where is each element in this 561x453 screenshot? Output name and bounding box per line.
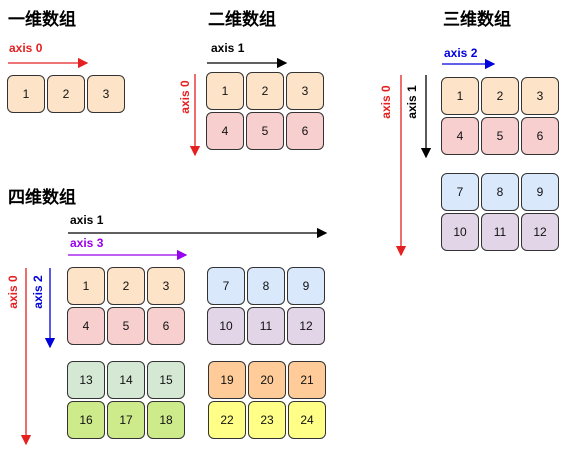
title-2d: 二维数组 <box>208 10 276 30</box>
array-cell: 14 <box>107 361 145 399</box>
title-3d: 三维数组 <box>443 10 511 30</box>
title-4d: 四维数组 <box>8 188 76 208</box>
array-cell: 2 <box>47 75 85 113</box>
array-cell: 4 <box>67 307 105 345</box>
array-cell: 15 <box>147 361 185 399</box>
array-cell: 24 <box>288 401 326 439</box>
label-3d-axis1: axis 1 <box>405 85 419 119</box>
array-cell: 6 <box>286 112 324 150</box>
array-cell: 4 <box>206 112 244 150</box>
array-cell: 3 <box>147 267 185 305</box>
label-4d-axis3: axis 3 <box>70 236 104 250</box>
array-cell: 11 <box>247 307 285 345</box>
array-cell: 13 <box>67 361 105 399</box>
array-cell: 12 <box>521 213 559 251</box>
title-1d: 一维数组 <box>8 10 76 30</box>
label-3d-axis2: axis 2 <box>444 46 478 60</box>
array-cell: 2 <box>107 267 145 305</box>
array-cell: 8 <box>247 267 285 305</box>
array-cell: 7 <box>207 267 245 305</box>
array-cell: 5 <box>246 112 284 150</box>
array-cell: 5 <box>481 117 519 155</box>
array-cell: 6 <box>521 117 559 155</box>
array-cell: 9 <box>287 267 325 305</box>
array-cell: 3 <box>286 72 324 110</box>
array-cell: 22 <box>208 401 246 439</box>
array-cell: 2 <box>481 77 519 115</box>
label-4d-axis2: axis 2 <box>31 275 45 309</box>
array-cell: 11 <box>481 213 519 251</box>
array-cell: 1 <box>7 75 45 113</box>
array-cell: 19 <box>208 361 246 399</box>
array-cell: 21 <box>288 361 326 399</box>
array-cell: 10 <box>441 213 479 251</box>
label-4d-axis0: axis 0 <box>6 275 20 309</box>
array-cell: 3 <box>521 77 559 115</box>
array-cell: 1 <box>441 77 479 115</box>
array-cell: 1 <box>67 267 105 305</box>
array-cell: 20 <box>248 361 286 399</box>
array-cell: 8 <box>481 173 519 211</box>
array-cell: 4 <box>441 117 479 155</box>
array-cell: 6 <box>147 307 185 345</box>
array-cell: 10 <box>207 307 245 345</box>
array-cell: 2 <box>246 72 284 110</box>
array-cell: 3 <box>87 75 125 113</box>
array-cell: 7 <box>441 173 479 211</box>
array-cell: 9 <box>521 173 559 211</box>
array-cell: 17 <box>107 401 145 439</box>
array-cell: 18 <box>147 401 185 439</box>
array-cell: 23 <box>248 401 286 439</box>
label-3d-axis0: axis 0 <box>379 85 393 119</box>
label-4d-axis1: axis 1 <box>70 213 104 227</box>
array-cell: 16 <box>67 401 105 439</box>
label-1d-axis0: axis 0 <box>9 41 43 55</box>
label-2d-axis1: axis 1 <box>211 41 245 55</box>
label-2d-axis0: axis 0 <box>178 80 192 114</box>
array-cell: 1 <box>206 72 244 110</box>
array-cell: 12 <box>287 307 325 345</box>
array-cell: 5 <box>107 307 145 345</box>
